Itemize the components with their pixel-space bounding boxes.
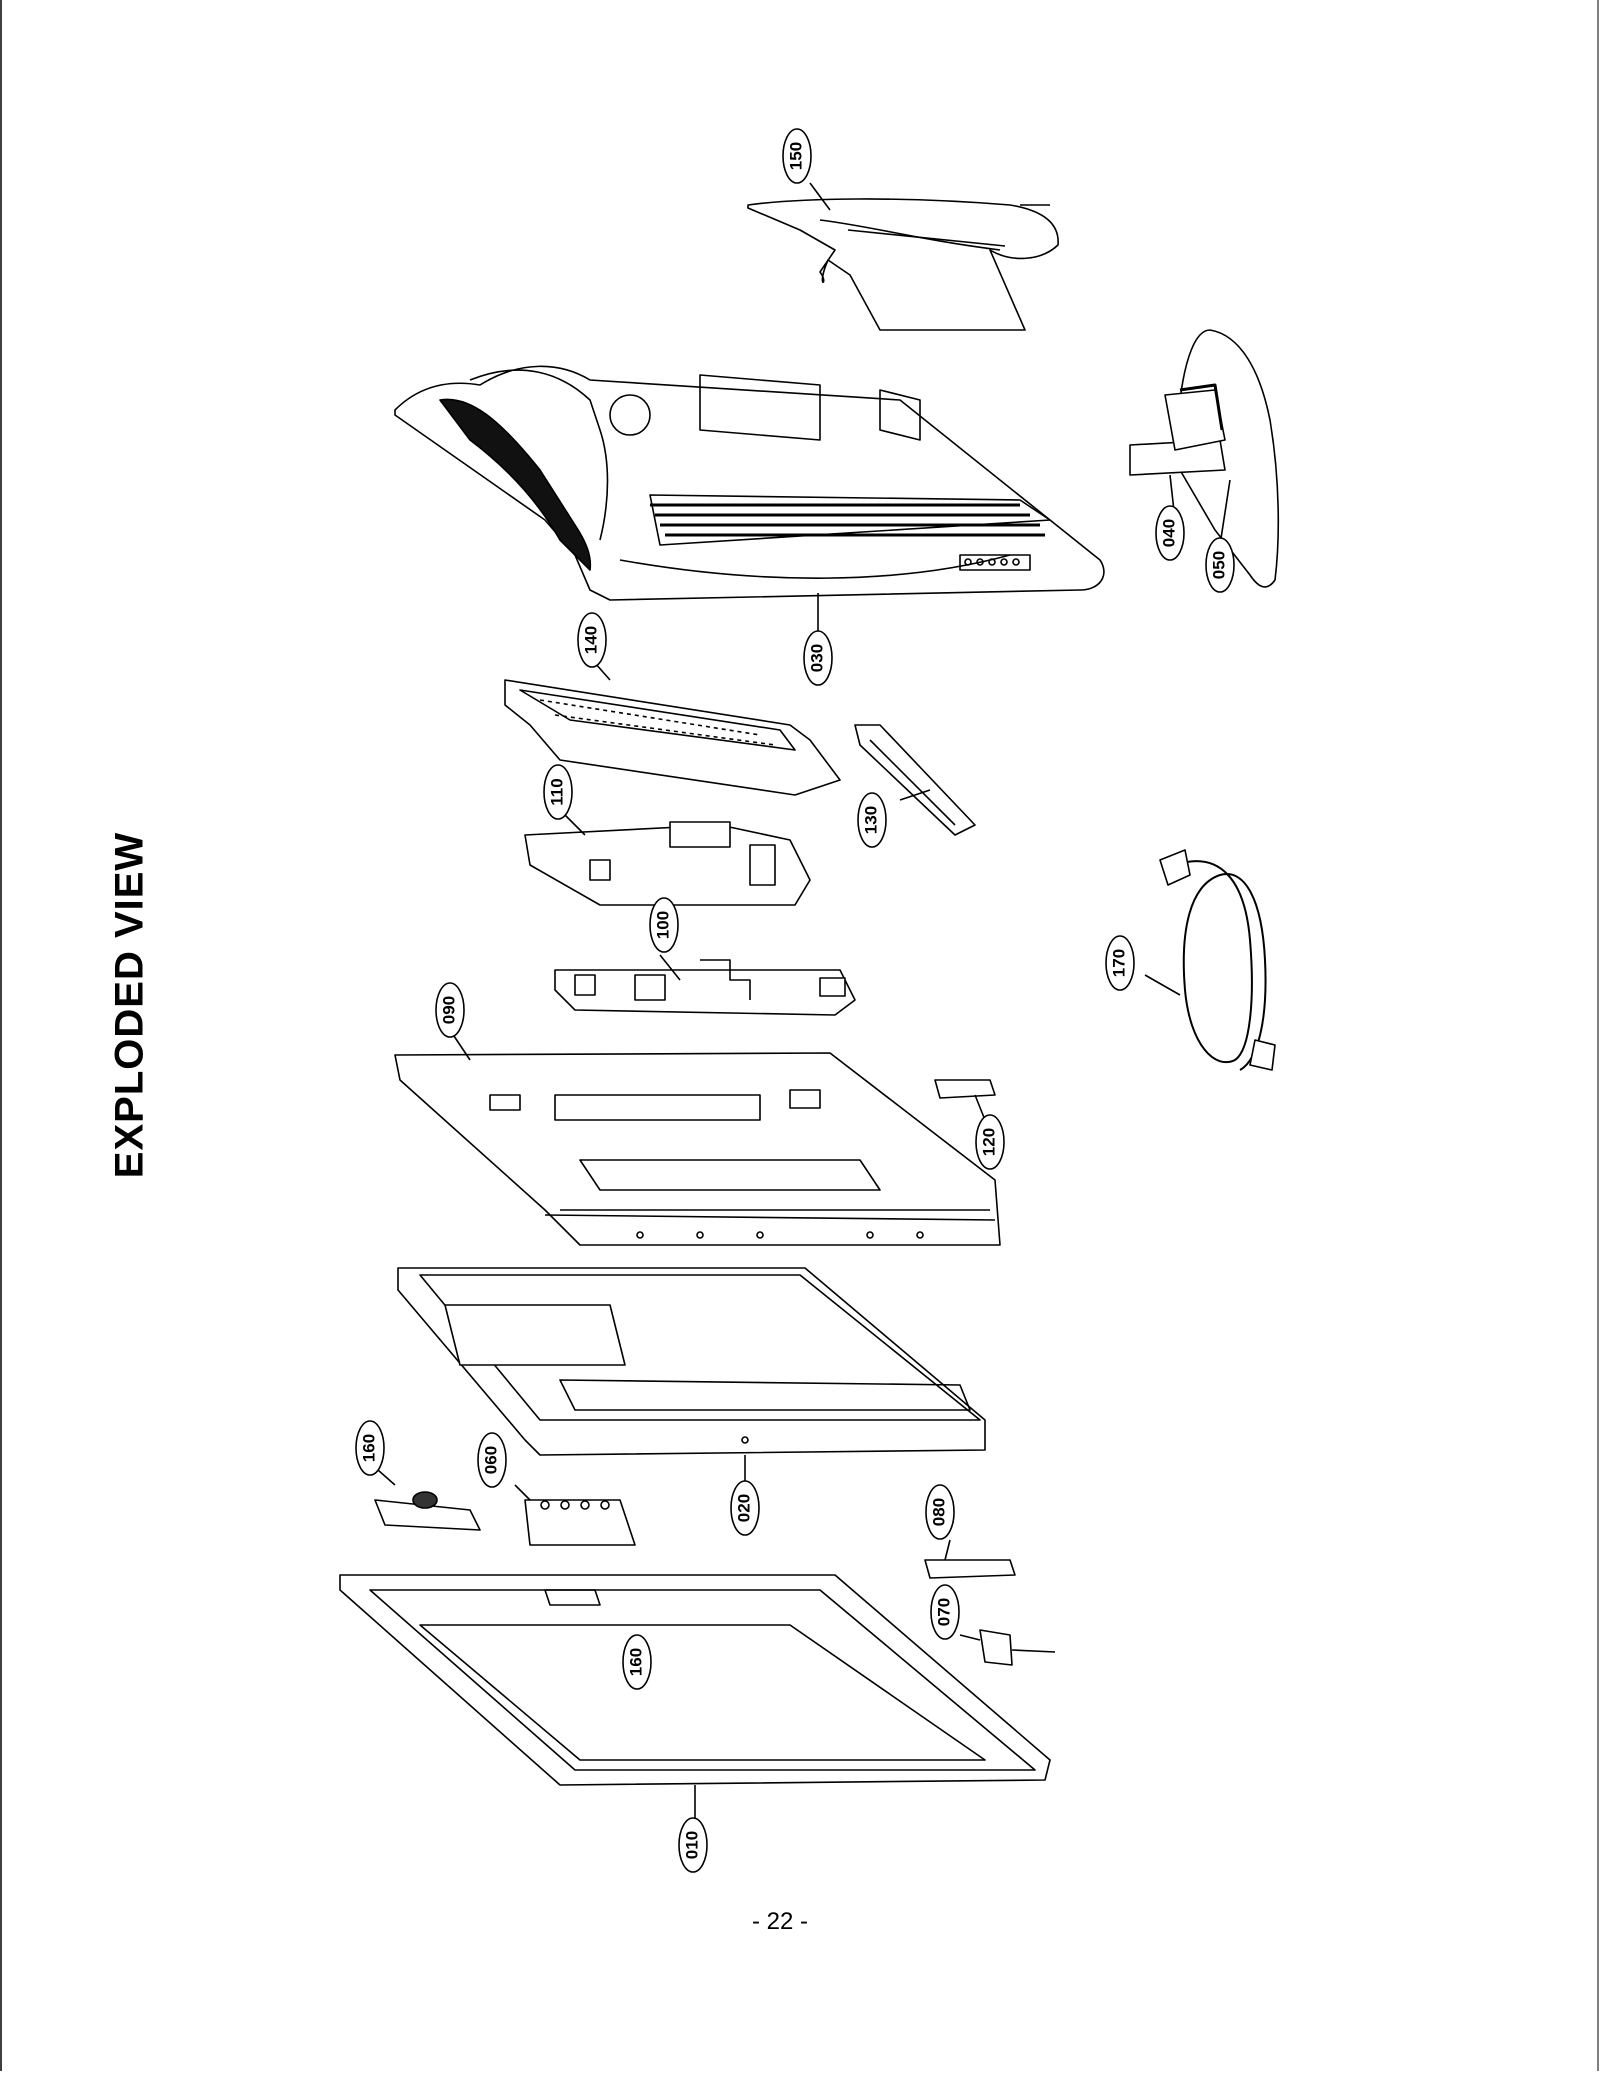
page-heading: EXPLODED VIEW [107, 831, 152, 1179]
page-number: - 22 - [751, 1908, 808, 1935]
callout-080-label: 080 [929, 1498, 948, 1526]
callout-120-label: 120 [979, 1128, 998, 1156]
callout-130-label: 130 [861, 806, 880, 834]
callout-010: 010 [678, 1817, 708, 1873]
speaker-left-part [374, 1469, 481, 1531]
callout-170: 170 [1105, 935, 1135, 991]
callout-010-label: 010 [682, 1831, 701, 1859]
callout-030-label: 030 [807, 644, 826, 672]
callout-160-left-label: 160 [359, 1434, 378, 1462]
callout-060: 060 [477, 1432, 507, 1488]
callout-100: 100 [649, 897, 679, 953]
callout-020-label: 020 [734, 1494, 753, 1522]
callout-050-label: 050 [1209, 551, 1228, 579]
callout-110-label: 110 [547, 778, 566, 805]
callout-040-label: 040 [1159, 519, 1178, 547]
callout-150: 150 [782, 128, 812, 184]
board-130-part [854, 724, 976, 836]
callout-100-label: 100 [653, 911, 672, 939]
board-120-part [934, 1079, 996, 1121]
callout-140-label: 140 [581, 626, 600, 654]
callout-130: 130 [857, 792, 887, 848]
board-070-part [959, 1629, 1056, 1666]
callout-070: 070 [930, 1584, 960, 1640]
main-frame-part [394, 1029, 1001, 1246]
callout-150-label: 150 [786, 142, 805, 170]
callout-170-label: 170 [1109, 949, 1128, 977]
stand-base-part [1129, 329, 1280, 588]
back-cover-part [394, 365, 1105, 635]
callout-090: 090 [435, 982, 465, 1038]
callout-160-left: 160 [355, 1420, 385, 1476]
callout-020: 020 [730, 1480, 760, 1536]
callout-030: 030 [803, 630, 833, 686]
callout-080: 080 [925, 1484, 955, 1540]
callout-110: 110 [543, 764, 573, 820]
shield-case-part [504, 662, 841, 796]
bracket-060-part [514, 1484, 636, 1546]
callout-160-center: 160 [622, 1634, 652, 1690]
callout-070-label: 070 [934, 1598, 953, 1626]
callout-090-label: 090 [439, 996, 458, 1024]
callout-160-center-label: 160 [626, 1648, 645, 1676]
lcd-panel-part [397, 1267, 986, 1490]
callout-040: 040 [1155, 505, 1185, 561]
board-080-part [924, 1539, 1016, 1579]
callout-120: 120 [975, 1114, 1005, 1170]
callout-050: 050 [1205, 537, 1235, 593]
power-cord-part [1144, 849, 1276, 1071]
main-board-part [524, 809, 811, 906]
callout-060-label: 060 [481, 1446, 500, 1474]
stand-cover-part [747, 182, 1059, 331]
callout-140: 140 [577, 612, 607, 668]
power-board-part [554, 954, 856, 1016]
front-cabinet-part [339, 1574, 1051, 1820]
